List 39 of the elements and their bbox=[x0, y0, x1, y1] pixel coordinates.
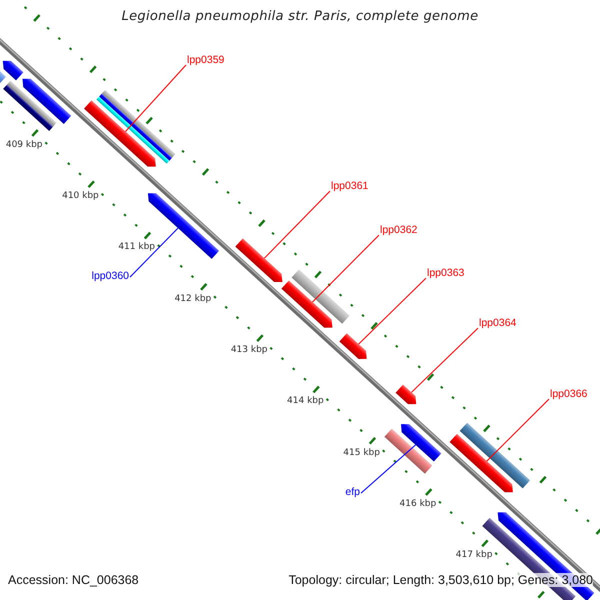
scale-label: 409 kbp bbox=[6, 140, 43, 150]
gene-segment bbox=[22, 78, 72, 124]
leader-line bbox=[312, 234, 380, 302]
leader-line bbox=[358, 278, 426, 345]
leader-line bbox=[411, 328, 478, 393]
scale-label: 415 kbp bbox=[343, 448, 380, 458]
leader-line bbox=[486, 398, 550, 462]
gene-bar bbox=[460, 422, 530, 488]
leader-line bbox=[130, 228, 178, 278]
gene-bar bbox=[384, 428, 432, 474]
genome-stats-note: Topology: circular; Length: 3,503,610 bp; Genes: 3,080 bbox=[288, 573, 593, 587]
gene-segment bbox=[401, 424, 442, 462]
leader-line bbox=[125, 64, 186, 132]
scale-label: 411 kbp bbox=[118, 242, 156, 252]
scale-label: 414 kbp bbox=[287, 396, 324, 406]
scale-label: 410 kbp bbox=[62, 191, 99, 202]
gene-segment bbox=[281, 280, 332, 328]
gene-bar bbox=[292, 269, 350, 324]
scale-label: 412 kbp bbox=[174, 294, 212, 304]
gene-label: lpp0359 bbox=[187, 54, 224, 67]
gene-label: lpp0361 bbox=[331, 180, 368, 193]
gene-label: lpp0363 bbox=[427, 267, 464, 280]
gene-segment bbox=[339, 333, 367, 359]
gene-segment bbox=[396, 384, 416, 404]
leader-line bbox=[264, 190, 330, 259]
gene-label: lpp0364 bbox=[479, 317, 516, 330]
gene-label: lpp0366 bbox=[550, 388, 588, 401]
gene-segment bbox=[84, 100, 156, 167]
scale-label: 417 kbp bbox=[456, 550, 492, 560]
gene-segment bbox=[450, 434, 513, 492]
scale-label: 416 kbp bbox=[400, 498, 436, 509]
title: Legionella pneumophila str. Paris, complete genome bbox=[122, 9, 478, 24]
scale-label: 413 kbp bbox=[230, 345, 268, 355]
gene-label: lpp0360 bbox=[92, 270, 129, 283]
leader-line bbox=[360, 444, 416, 494]
gene-segment bbox=[235, 238, 282, 282]
accession-note: Accession: NC_006368 bbox=[8, 573, 139, 587]
gene-label: efp bbox=[345, 486, 360, 499]
gene-label: lpp0362 bbox=[380, 224, 418, 237]
